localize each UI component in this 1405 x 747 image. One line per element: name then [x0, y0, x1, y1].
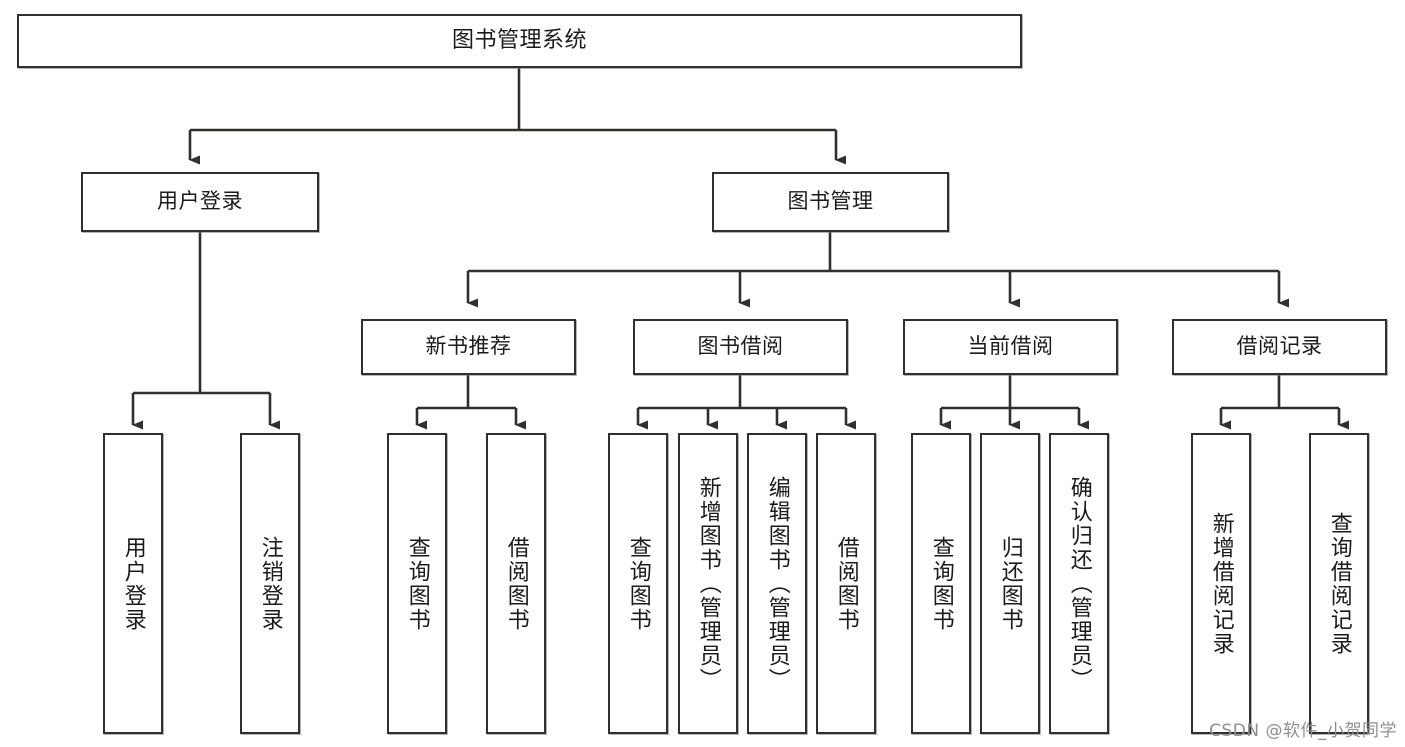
csdn-watermark: CSDN @软件_小贺同学	[1209, 721, 1397, 741]
node-label: 确认归还（管理员）	[1066, 475, 1092, 692]
node-label: 图书管理系统	[451, 27, 587, 53]
node-label: 借阅记录	[1236, 334, 1323, 359]
leaf-query-borrow-record[interactable]: 查询借阅记录	[1309, 433, 1369, 734]
leaf-user-login[interactable]: 用户登录	[103, 433, 163, 734]
leaf-logout[interactable]: 注销登录	[240, 433, 300, 734]
node-label: 查询图书	[928, 535, 954, 632]
node-label: 归还图书	[997, 535, 1023, 632]
node-label: 新增图书（管理员）	[695, 475, 721, 692]
node-label: 用户登录	[157, 189, 243, 214]
node-label: 图书管理	[787, 189, 874, 214]
node-label: 当前借阅	[967, 334, 1054, 359]
node-label: 新增借阅记录	[1208, 511, 1234, 656]
leaf-return-book[interactable]: 归还图书	[980, 433, 1040, 734]
node-book-management[interactable]: 图书管理	[712, 172, 949, 232]
node-book-management-system[interactable]: 图书管理系统	[17, 14, 1022, 68]
node-label: 用户登录	[120, 535, 146, 632]
leaf-borrow-book[interactable]: 借阅图书	[816, 433, 876, 734]
node-current-borrow[interactable]: 当前借阅	[903, 319, 1118, 375]
node-new-book-recommend[interactable]: 新书推荐	[361, 319, 576, 375]
node-borrow-record[interactable]: 借阅记录	[1172, 319, 1387, 375]
node-label: 图书借阅	[697, 334, 784, 359]
node-label: 查询借阅记录	[1326, 511, 1352, 656]
leaf-add-book-admin[interactable]: 新增图书（管理员）	[678, 433, 738, 734]
leaf-confirm-return-admin[interactable]: 确认归还（管理员）	[1049, 433, 1109, 734]
leaf-add-borrow-record[interactable]: 新增借阅记录	[1191, 433, 1251, 734]
leaf-current-query-book[interactable]: 查询图书	[911, 433, 971, 734]
node-label: 查询图书	[404, 535, 430, 632]
node-label: 编辑图书（管理员）	[764, 475, 790, 692]
leaf-new-book-borrow[interactable]: 借阅图书	[486, 433, 546, 734]
leaf-new-book-query[interactable]: 查询图书	[387, 433, 447, 734]
node-book-borrow[interactable]: 图书借阅	[633, 319, 848, 375]
node-label: 借阅图书	[833, 535, 859, 632]
node-label: 注销登录	[257, 535, 283, 632]
node-label: 新书推荐	[425, 334, 512, 359]
leaf-edit-book-admin[interactable]: 编辑图书（管理员）	[747, 433, 807, 734]
node-label: 查询图书	[625, 535, 651, 632]
node-user-login[interactable]: 用户登录	[81, 172, 319, 232]
node-label: 借阅图书	[503, 535, 529, 632]
leaf-borrow-query-book[interactable]: 查询图书	[608, 433, 668, 734]
